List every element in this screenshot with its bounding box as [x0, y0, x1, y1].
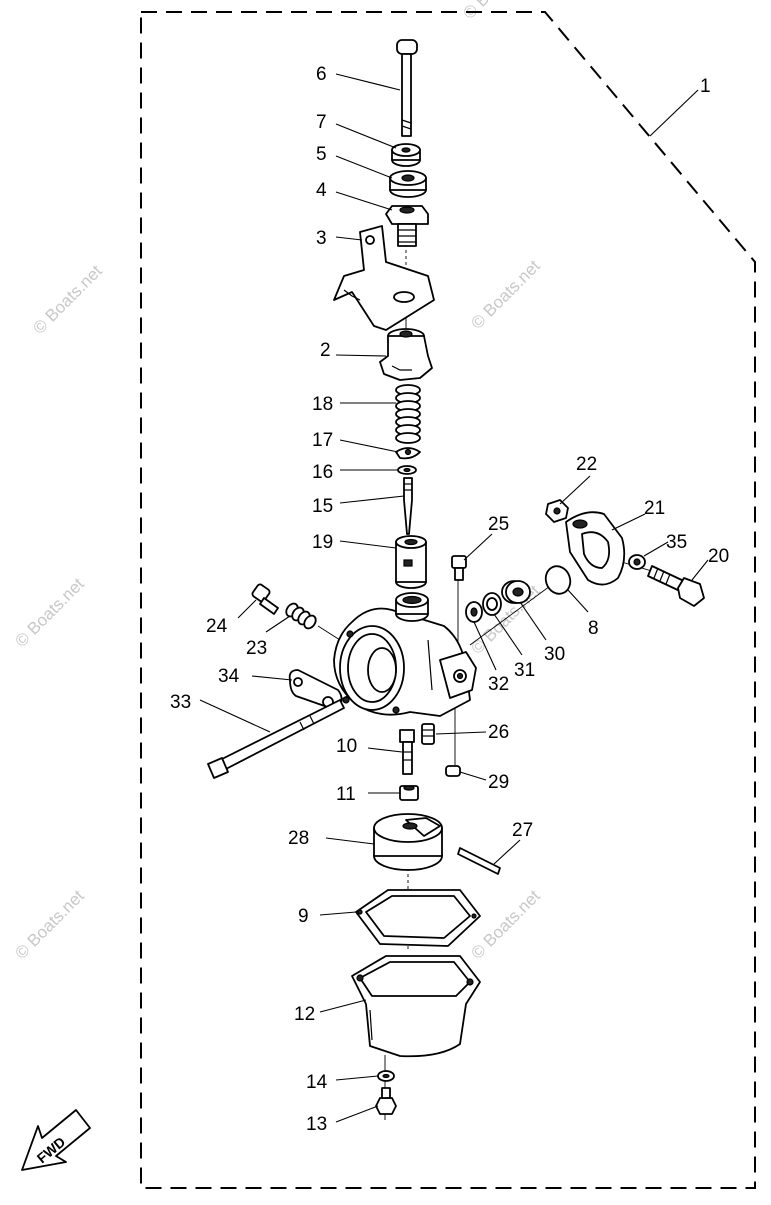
part-29-plug: [445, 765, 461, 777]
part-28-float: [373, 813, 443, 871]
part-19-throttle-valve: [395, 535, 427, 589]
part-13-drain-screw: [375, 1087, 397, 1115]
callout-15: 15: [312, 496, 333, 517]
watermark: © Boats.net: [467, 886, 544, 963]
leader-lines: [199, 73, 709, 1123]
part-35-washer: [628, 554, 646, 570]
callout-28: 28: [288, 828, 309, 849]
part-11-main-jet: [399, 785, 419, 801]
part-31-washer: [482, 592, 502, 616]
callout-3: 3: [316, 228, 327, 249]
callout-17: 17: [312, 430, 333, 451]
callout-10: 10: [336, 736, 357, 757]
part-24-screw: [251, 583, 279, 615]
callout-32: 32: [488, 674, 509, 695]
callout-22: 22: [576, 454, 597, 475]
part-30-collar: [501, 580, 531, 604]
callout-31: 31: [514, 660, 535, 681]
part-12-float-bowl: [351, 955, 481, 1058]
part-9-gasket: [355, 889, 481, 947]
callout-16: 16: [312, 462, 333, 483]
callout-26: 26: [488, 722, 509, 743]
callout-8: 8: [588, 618, 599, 639]
part-16-washer: [397, 465, 417, 475]
callout-2: 2: [320, 340, 331, 361]
callout-11: 11: [336, 784, 356, 805]
part-8-o-ring: [544, 565, 572, 595]
callout-18: 18: [312, 394, 333, 415]
callout-4: 4: [316, 180, 327, 201]
callout-23: 23: [246, 638, 267, 659]
callout-12: 12: [294, 1004, 315, 1025]
callout-1: 1: [700, 76, 711, 97]
callout-25: 25: [488, 514, 509, 535]
callout-33: 33: [170, 692, 191, 713]
watermark: © Boats.net: [467, 256, 544, 333]
callout-24: 24: [206, 616, 228, 637]
part-34-plate: [288, 669, 343, 711]
part-18-spring: [395, 384, 421, 444]
callout-9: 9: [298, 906, 309, 927]
callout-5: 5: [316, 144, 327, 165]
part-5-nut: [389, 170, 427, 198]
callout-30: 30: [544, 644, 565, 665]
part-23-spring: [285, 602, 317, 630]
part-4-fitting: [385, 205, 429, 247]
callout-27: 27: [512, 820, 533, 841]
part-17-clip: [395, 447, 421, 460]
part-2-mixing-chamber-cap: [379, 328, 433, 381]
callout-19: 19: [312, 532, 333, 553]
callout-21: 21: [644, 498, 665, 519]
fwd-direction-indicator: FWD: [21, 1109, 91, 1171]
callout-35: 35: [666, 532, 687, 553]
callout-34: 34: [218, 666, 240, 687]
part-7-cap: [391, 143, 421, 167]
callout-13: 13: [306, 1114, 327, 1135]
callout-labels: 1 2 3 4 5 6 7 8 9 10 11 12 13 14 15 16 1…: [170, 64, 729, 1135]
part-32-washer: [465, 601, 483, 623]
watermark: © Boats.net: [11, 574, 88, 651]
part-22-nut: [545, 499, 569, 523]
part-14-washer: [377, 1070, 395, 1082]
part-33-throttle-shaft: [207, 699, 345, 779]
callout-29: 29: [488, 772, 509, 793]
callout-7: 7: [316, 112, 327, 133]
watermarks: © Boats.net © Boats.net © Boats.net © Bo…: [11, 0, 544, 963]
part-3-bracket: [333, 225, 435, 331]
part-27-float-pin: [457, 847, 501, 875]
part-6-screw: [396, 39, 418, 137]
part-25-screw: [451, 555, 467, 581]
watermark: © Boats.net: [11, 886, 88, 963]
watermark: © Boats.net: [29, 261, 106, 338]
callout-14: 14: [306, 1072, 328, 1093]
part-26-pilot-jet: [421, 723, 435, 745]
callout-6: 6: [316, 64, 327, 85]
carburetor-body: [333, 592, 477, 717]
part-20-bolt: [647, 565, 705, 607]
callout-20: 20: [708, 546, 729, 567]
part-15-jet-needle: [403, 477, 413, 535]
part-21-lever: [565, 511, 626, 586]
assembly-boundary: [140, 11, 756, 1189]
part-10-main-nozzle: [399, 729, 415, 775]
